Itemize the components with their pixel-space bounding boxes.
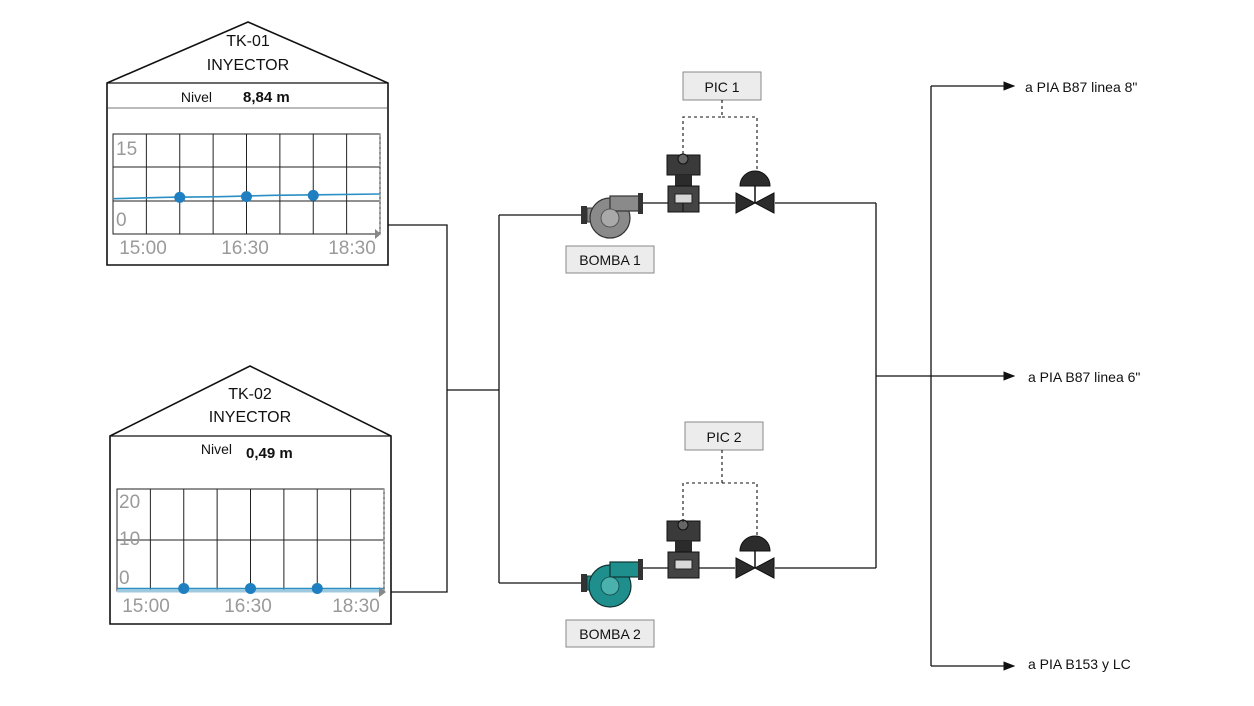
tank-tk-02-y-tick-mid: 10 (119, 529, 140, 550)
tank-tk-01-y-tick-min: 0 (116, 210, 127, 231)
tank-tk-02-trend-chart[interactable]: 20 10 0 15:00 16:30 18:30 (116, 488, 386, 617)
tank-tk-02-level-label: Nivel (201, 441, 232, 457)
control-valve-2[interactable] (735, 535, 775, 579)
tank-tk-02-service: INYECTOR (209, 409, 291, 426)
destination-label-1: a PIA B87 linea 8" (1025, 79, 1137, 95)
tank-tk-01-id: TK-01 (226, 33, 270, 50)
trend-marker (245, 582, 256, 594)
tank-tk-02[interactable]: TK-02 INYECTOR Nivel 0,49 m 20 10 0 15:0… (109, 365, 392, 625)
tank-tk-01-x-tick-1: 15:00 (119, 238, 167, 259)
pic-2-signal-to-valve (722, 482, 758, 536)
tank-tk-01-x-tick-3: 18:30 (328, 238, 376, 259)
pump-2[interactable] (581, 559, 643, 608)
tank-tk-01-level-label: Nivel (181, 89, 212, 105)
trend-marker (307, 189, 319, 201)
suction-header-piping (388, 214, 583, 593)
tank-tk-02-y-tick-min: 0 (119, 568, 130, 589)
tank-tk-01-service: INYECTOR (207, 57, 289, 74)
pump-1-tag[interactable]: BOMBA 1 (565, 245, 655, 274)
trend-marker (241, 191, 252, 203)
tank-tk-02-x-tick-3: 18:30 (332, 596, 380, 617)
controller-pic-2-label: PIC 2 (706, 429, 741, 445)
tank-tk-01[interactable]: TK-01 INYECTOR Nivel 8,84 m 15 0 15:00 1… (106, 21, 389, 266)
tank-tk-01-trend-chart[interactable]: 15 0 15:00 16:30 18:30 (112, 133, 381, 259)
pump-2-tag[interactable]: BOMBA 2 (565, 619, 655, 648)
pump-1-label: BOMBA 1 (579, 252, 641, 268)
trend-marker (174, 191, 186, 203)
destination-label-2: a PIA B87 linea 6" (1028, 369, 1140, 385)
tank-tk-02-x-tick-2: 16:30 (224, 596, 272, 617)
control-valve-1[interactable] (735, 170, 775, 214)
pump-2-label: BOMBA 2 (579, 626, 641, 642)
controller-pic-1-label: PIC 1 (704, 79, 739, 95)
pressure-transmitter-1[interactable] (666, 153, 701, 213)
tank-tk-01-y-tick-max: 15 (116, 139, 137, 160)
tank-tk-01-level-value: 8,84 m (243, 89, 290, 106)
trend-marker (178, 582, 190, 594)
tank-tk-02-level-value: 0,49 m (246, 445, 293, 462)
pic-1-signal-to-valve (722, 116, 758, 171)
pump-1[interactable] (581, 193, 643, 239)
pic-2-signal-to-transmitter (682, 450, 723, 522)
tank-tk-02-id: TK-02 (228, 386, 272, 403)
tank-tk-02-grid (117, 489, 384, 591)
pic-1-signal-to-transmitter (682, 100, 723, 156)
tank-tk-02-x-tick-1: 15:00 (122, 596, 170, 617)
discharge-header-piping (875, 86, 932, 666)
controller-pic-2[interactable]: PIC 2 (684, 421, 764, 451)
trend-marker (311, 582, 323, 594)
tank-tk-01-x-tick-2: 16:30 (221, 238, 269, 259)
destination-label-3: a PIA B153 y LC (1028, 656, 1131, 672)
controller-pic-1[interactable]: PIC 1 (682, 71, 762, 101)
pressure-transmitter-2[interactable] (666, 519, 701, 579)
tank-tk-02-y-tick-max: 20 (119, 492, 140, 513)
